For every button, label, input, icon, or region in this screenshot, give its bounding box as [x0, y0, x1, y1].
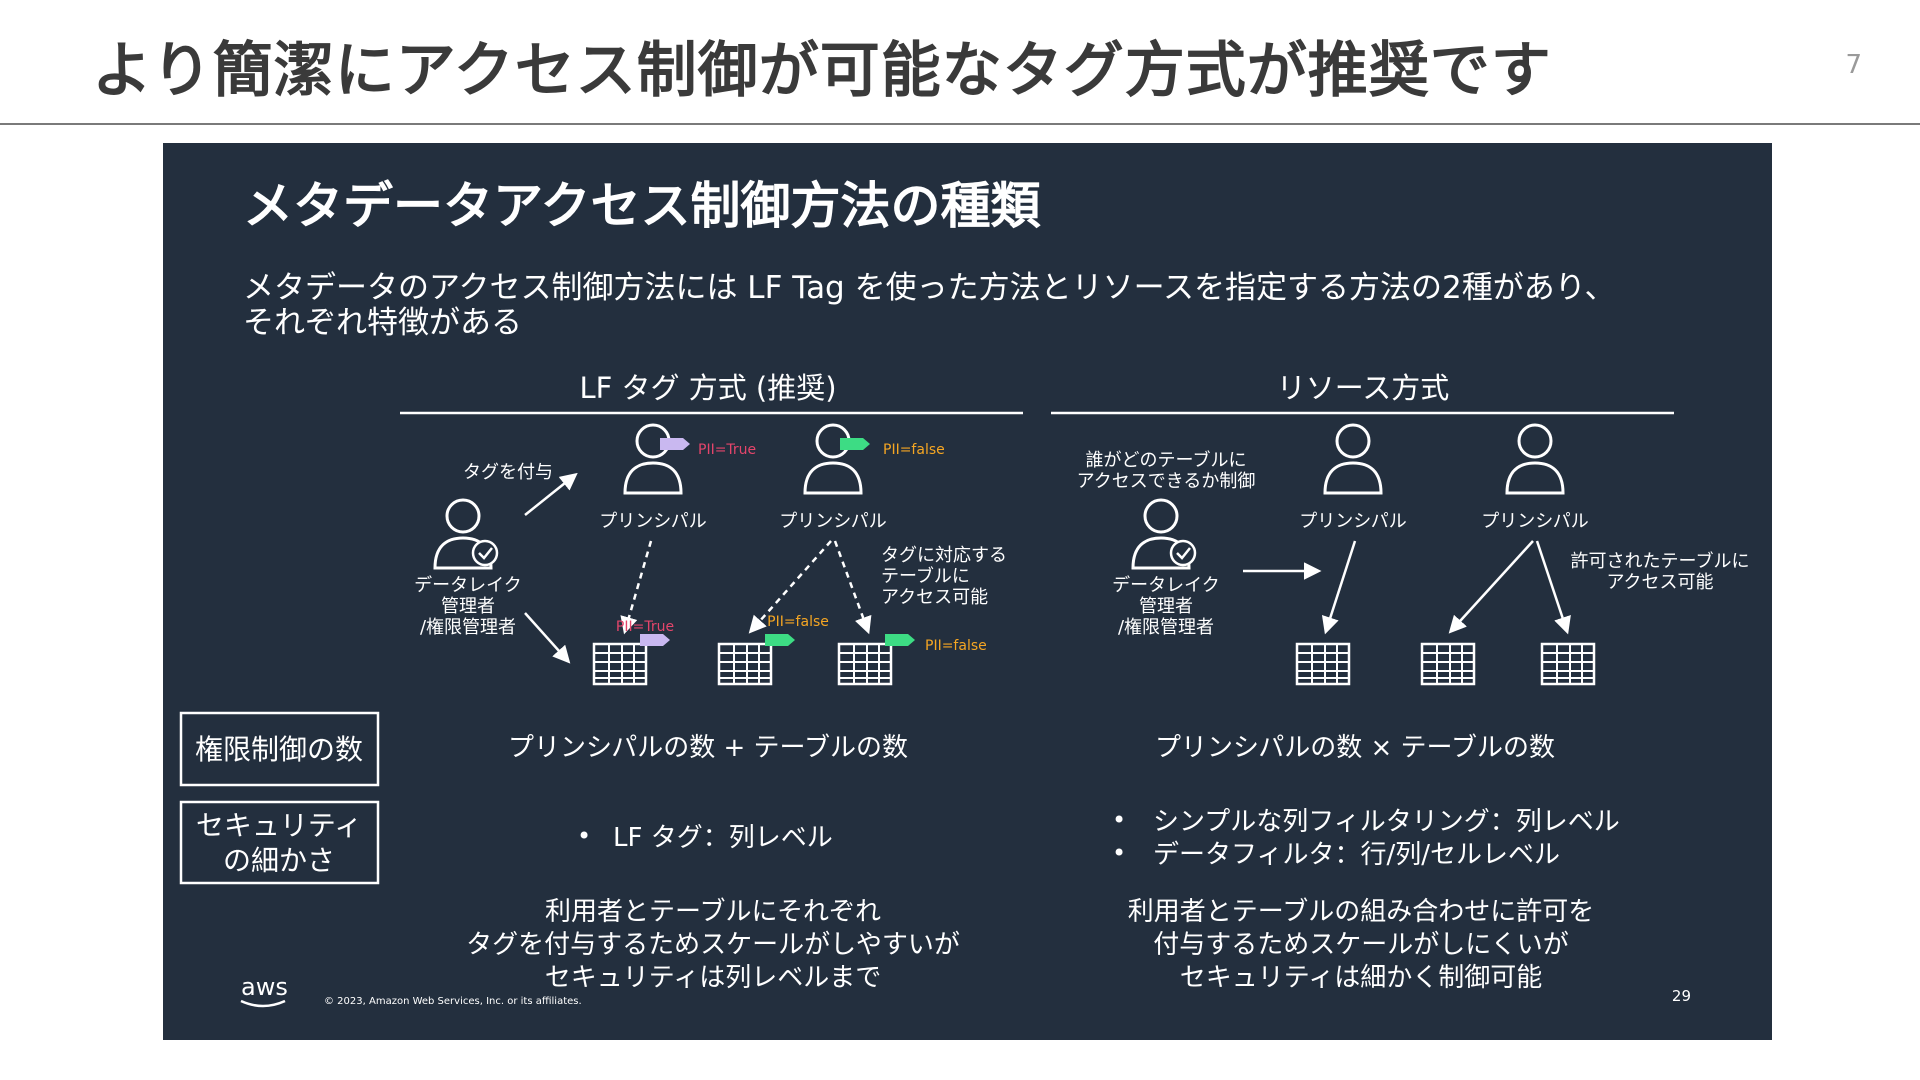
lf-principal-2-label: プリンシパル: [779, 511, 886, 532]
lf-table-3-tag-text: PII=false: [925, 638, 987, 654]
slide-canvas: メタデータアクセス制御方法の種類 メタデータのアクセス制御方法には LF Tag…: [179, 177, 1750, 1008]
lf-access-arrow-3-icon: [833, 540, 872, 635]
lf-table-3-tag-icon: [885, 634, 915, 646]
lf-admin-label-2: 管理者: [441, 596, 495, 617]
resource-admin-label-3: /権限管理者: [1118, 617, 1214, 638]
resource-granularity-bullet-1: •: [1112, 806, 1126, 834]
slide-title: メタデータアクセス制御方法の種類: [243, 177, 1041, 235]
resource-summary-3: セキュリティは細かく制御可能: [1180, 963, 1542, 993]
lf-table-2-icon: [717, 642, 773, 686]
lf-admin-label-1: データレイク: [414, 575, 522, 596]
resource-principal-1-label: プリンシパル: [1299, 511, 1406, 532]
aws-smile-icon: [240, 999, 286, 1008]
header-divider: [0, 123, 1920, 125]
aws-logo-text: aws: [241, 973, 288, 1001]
resource-control-note-2: アクセスできるか制御: [1077, 471, 1256, 492]
lf-access-note-1: タグに対応する: [881, 545, 1007, 566]
intro-line-2: それぞれ特徴がある: [243, 305, 522, 341]
resource-summary-1: 利用者とテーブルの組み合わせに許可を: [1128, 897, 1594, 927]
resource-table-3-icon: [1540, 642, 1596, 686]
aws-logo: aws: [240, 973, 288, 1008]
resource-summary-2: 付与するためスケールがしにくいが: [1153, 930, 1568, 960]
intro-line-1: メタデータのアクセス制御方法には LF Tag を使った方法とリソースを指定する…: [243, 270, 1616, 306]
resource-access-arrow-1-icon: [1321, 540, 1357, 635]
resource-control-note-1: 誰がどのテーブルに: [1086, 449, 1247, 471]
resource-heading: リソース方式: [1277, 371, 1450, 405]
lf-assign-label: タグを付与: [463, 462, 553, 483]
slide-image: メタデータアクセス制御方法の種類 メタデータのアクセス制御方法には LF Tag…: [163, 143, 1772, 1040]
lf-granularity-bullet: •: [577, 822, 591, 850]
lf-principal-2-tag-icon: [840, 438, 870, 450]
lf-assign-arrow-icon: [524, 472, 578, 516]
lf-access-arrow-2-icon: [748, 540, 832, 634]
lf-admin-label-3: /権限管理者: [420, 617, 516, 638]
row-label-granularity-2: の細かさ: [223, 844, 335, 877]
lf-table-3-icon: [837, 642, 893, 686]
resource-access-note-2: アクセス可能: [1606, 572, 1713, 593]
lf-access-note-3: アクセス可能: [881, 587, 988, 608]
lf-admin-table-arrow-icon: [524, 612, 571, 664]
resource-access-arrow-3-icon: [1535, 540, 1571, 635]
page-title: より簡潔にアクセス制御が可能なタグ方式が推奨です: [92, 36, 1552, 106]
resource-principal-1-user-icon: [1323, 423, 1383, 495]
lf-access-arrow-1-icon: [620, 540, 653, 635]
lf-admin-user-check-icon: [433, 498, 499, 570]
lf-access-note-2: テーブルに: [881, 565, 970, 587]
lf-summary-3: セキュリティは列レベルまで: [545, 963, 881, 993]
lf-summary-1: 利用者とテーブルにそれぞれ: [545, 897, 881, 927]
lf-table-1-tag-text: PII=True: [616, 619, 674, 635]
lf-summary-2: タグを付与するためスケールがしやすいが: [466, 930, 960, 960]
slide-number: 29: [1672, 987, 1691, 1005]
resource-access-arrow-2-icon: [1448, 540, 1534, 634]
lf-table-2-tag-text: PII=false: [767, 614, 829, 630]
resource-table-2-icon: [1420, 642, 1476, 686]
resource-admin-user-check-icon: [1131, 498, 1197, 570]
resource-principal-2-user-icon: [1505, 423, 1565, 495]
lf-principal-1-user-icon: [623, 423, 683, 495]
lf-principal-1-tag-icon: [660, 438, 690, 450]
lf-principal-1-tag-text: PII=True: [698, 442, 756, 458]
copyright: © 2023, Amazon Web Services, Inc. or its…: [324, 996, 582, 1007]
row-label-granularity-box: [179, 800, 380, 885]
resource-access-note-1: 許可されたテーブルに: [1571, 550, 1750, 572]
resource-admin-label-2: 管理者: [1139, 596, 1193, 617]
row-label-count-box: [179, 711, 380, 787]
resource-principal-2-label: プリンシパル: [1481, 511, 1588, 532]
resource-granularity-bullet-2: •: [1112, 839, 1126, 867]
lf-principal-1-label: プリンシパル: [599, 511, 706, 532]
resource-admin-label-1: データレイク: [1112, 575, 1220, 596]
page-number: 7: [1845, 50, 1862, 80]
resource-granularity-2: データフィルタ：行/列/セルレベル: [1153, 840, 1560, 870]
row-label-count: 権限制御の数: [195, 733, 363, 766]
resource-granularity-1: シンプルな列フィルタリング：列レベル: [1153, 807, 1620, 837]
resource-count: プリンシパルの数 × テーブルの数: [1155, 733, 1555, 763]
lf-table-1-tag-icon: [640, 634, 670, 646]
lf-principal-2-tag-text: PII=false: [883, 442, 945, 458]
lf-heading: LF タグ 方式 (推奨): [579, 371, 836, 405]
lf-table-2-tag-icon: [765, 634, 795, 646]
lf-principal-2-user-icon: [803, 423, 863, 495]
resource-table-1-icon: [1295, 642, 1351, 686]
lf-granularity: LF タグ：列レベル: [613, 823, 833, 853]
lf-table-1-icon: [592, 642, 648, 686]
row-label-granularity-1: セキュリティ: [196, 809, 362, 842]
lf-count: プリンシパルの数 + テーブルの数: [508, 733, 908, 763]
